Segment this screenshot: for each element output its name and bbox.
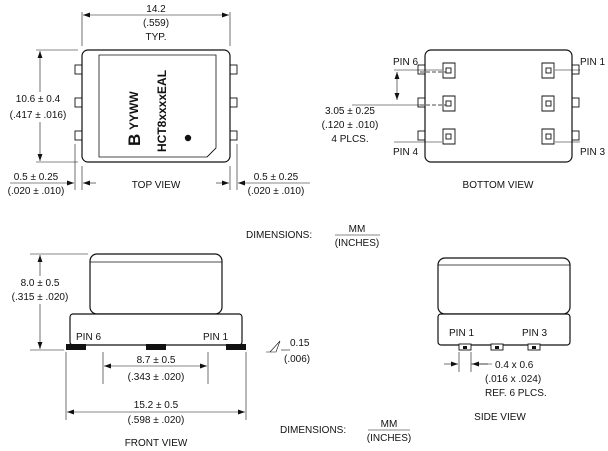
bottom-left-terminals xyxy=(420,62,456,145)
side-view-base xyxy=(437,313,571,346)
right-lead-mm: 0.5 ± 0.25 xyxy=(254,172,299,183)
side-view-caption: SIDE VIEW xyxy=(474,412,526,423)
top-height-inch: (.417 ± .016) xyxy=(10,110,67,121)
front-view-caption: FRONT VIEW xyxy=(125,438,188,449)
length-mm: 15.2 ± 0.5 xyxy=(134,400,179,411)
front-view: PIN 6 PIN 1 8.0 ± 0.5 (.315 ± .020) 0.15… xyxy=(12,253,310,449)
top-view-body xyxy=(81,49,231,163)
flatness-mm: 0.15 xyxy=(290,338,310,349)
pitch-note: 4 PLCS. xyxy=(331,134,368,145)
top-width-note: TYP. xyxy=(146,32,167,43)
right-lead-inch: (.020 ± .010) xyxy=(248,186,305,197)
dimensions-label-2: DIMENSIONS: xyxy=(280,425,346,436)
dimensions-note-2: DIMENSIONS: MM (INCHES) xyxy=(280,419,411,444)
pad-span-inch: (.343 ± .020) xyxy=(128,372,185,383)
side-view: PIN 1 PIN 3 0.4 x 0.6 (.016 x .024) REF.… xyxy=(437,257,571,423)
dimensions-label-1: DIMENSIONS: xyxy=(246,230,312,241)
bottom-pin3-label: PIN 3 xyxy=(580,147,605,158)
top-height-mm: 10.6 ± 0.4 xyxy=(16,94,61,105)
pitch-mm: 3.05 ± 0.25 xyxy=(325,106,375,117)
bottom-view-body xyxy=(424,49,573,163)
logo-mark: B xyxy=(125,134,144,146)
left-lead-mm: 0.5 ± 0.25 xyxy=(14,172,59,183)
part-number: HCT8xxxxEAL xyxy=(155,70,169,152)
lead-mm: 0.4 x 0.6 xyxy=(495,360,534,371)
left-lead-inch: (.020 ± .010) xyxy=(8,186,65,197)
dimensions-inch-2: (INCHES) xyxy=(367,433,411,444)
dimensions-mm-2: MM xyxy=(381,419,398,430)
side-pin1-label: PIN 1 xyxy=(449,328,474,339)
dimensions-mm-1: MM xyxy=(349,224,366,235)
top-view-caption: TOP VIEW xyxy=(132,180,181,191)
front-pin6-label: PIN 6 xyxy=(76,332,101,343)
pin1-dot xyxy=(184,134,192,142)
top-width-inch: (.559) xyxy=(143,18,169,29)
top-width-mm: 14.2 xyxy=(146,4,166,15)
bottom-right-terminals xyxy=(541,62,555,145)
bottom-view: PIN 6 PIN 4 PIN 1 PIN 3 3.05 ± 0.25 (.12… xyxy=(322,49,605,191)
dimensions-note-1: DIMENSIONS: MM (INCHES) xyxy=(246,224,380,249)
pitch-inch: (.120 ± .010) xyxy=(322,120,379,131)
side-view-top-block xyxy=(437,257,571,315)
front-height-inch: (.315 ± .020) xyxy=(12,292,69,303)
pad-span-mm: 8.7 ± 0.5 xyxy=(137,355,176,366)
dimensions-inch-1: (INCHES) xyxy=(335,238,379,249)
bottom-view-caption: BOTTOM VIEW xyxy=(463,180,534,191)
lead-note: REF. 6 PLCS. xyxy=(485,388,547,399)
top-view: B YYWW HCT8xxxxEAL 14.2 (.559) TYP. 10.6… xyxy=(8,4,310,197)
front-pin1-label: PIN 1 xyxy=(203,332,228,343)
flatness-inch: (.006) xyxy=(284,354,310,365)
front-height-mm: 8.0 ± 0.5 xyxy=(21,278,60,289)
side-pin3-label: PIN 3 xyxy=(522,328,547,339)
bottom-pin1-label: PIN 1 xyxy=(580,57,605,68)
front-view-top-block xyxy=(89,253,223,315)
lead-inch: (.016 x .024) xyxy=(485,374,541,385)
bottom-pin4-label: PIN 4 xyxy=(393,147,418,158)
length-inch: (.598 ± .020) xyxy=(128,415,185,426)
date-code: YYWW xyxy=(127,91,141,130)
bottom-pin6-label: PIN 6 xyxy=(393,57,418,68)
